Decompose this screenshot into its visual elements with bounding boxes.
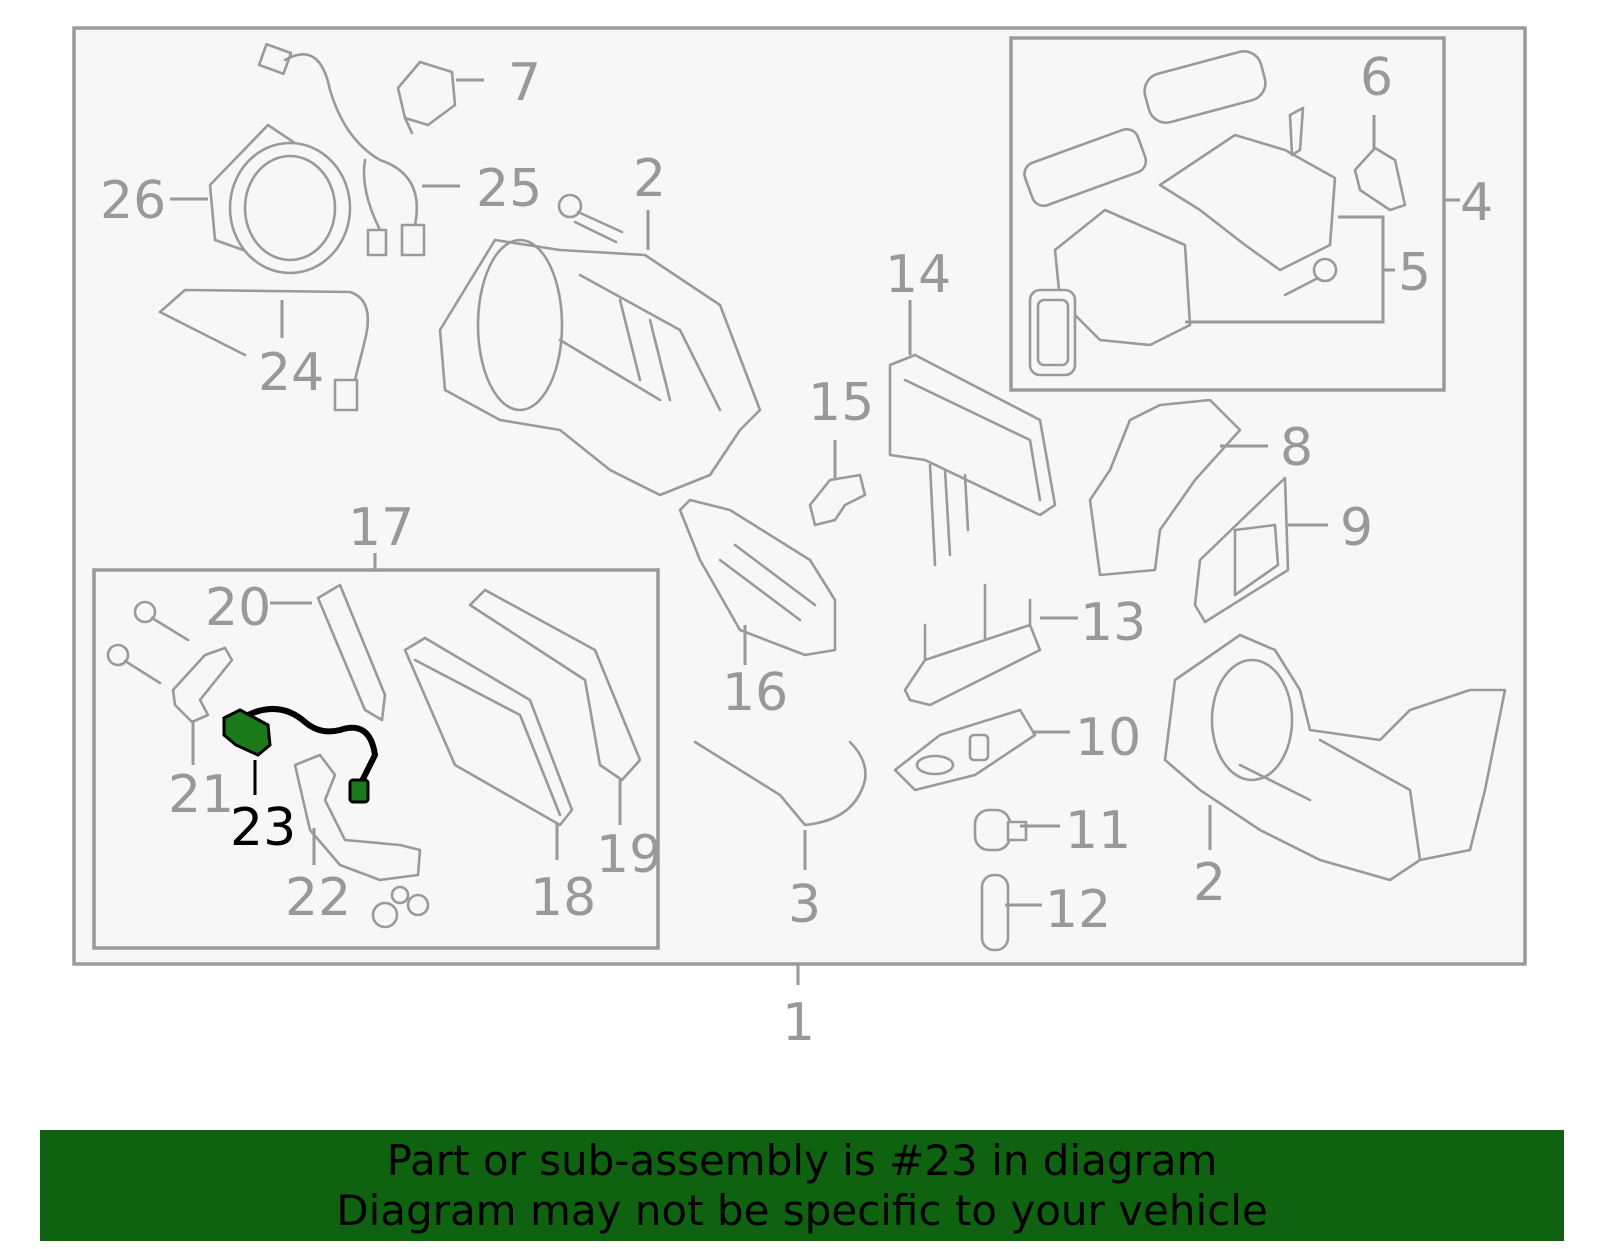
part-14-core [888,353,1057,567]
callout-14: 14 [885,245,951,305]
part-12-pin [980,873,1010,952]
notice-banner: Part or sub-assembly is #23 in diagram D… [40,1130,1564,1241]
banner-line-1: Part or sub-assembly is #23 in diagram [386,1135,1218,1185]
part-10-plate [893,708,1037,792]
callout-11: 11 [1065,801,1131,861]
callout-25: 25 [476,159,542,219]
part-7-actuator [396,60,457,135]
part-21-pipe [171,646,234,724]
callout-15: 15 [808,373,874,433]
callout-22: 22 [285,868,351,928]
callout-17: 17 [348,498,414,558]
callout-4: 4 [1460,173,1493,233]
part-19-seal [468,588,642,782]
part-4-subassembly [1023,50,1407,377]
part-17-bolts [106,600,190,685]
callout-3: 3 [788,875,821,935]
part-13-bracket [903,583,1042,707]
part-9-filter [1193,476,1290,624]
part-8-duct [1088,398,1242,577]
callout-7: 7 [508,53,541,113]
part-16-cover [678,498,837,657]
part-2-lower-case [1163,633,1507,882]
part-24-sensor-wire [158,288,370,412]
callout-20: 20 [205,578,271,638]
leader-lines [170,78,1460,985]
callout-12: 12 [1045,880,1111,940]
part-23-highlighted-sensor [222,705,379,804]
callout-9: 9 [1340,498,1373,558]
part-2-upper-case [438,238,762,497]
part-15-clip [808,473,867,527]
callout-16: 16 [722,663,788,723]
part-20-seal [316,583,387,722]
callout-2-upper: 2 [633,149,666,209]
callout-21: 21 [168,765,234,825]
banner-line-2: Diagram may not be specific to your vehi… [336,1185,1268,1235]
part-18-core [403,636,574,827]
callout-23: 23 [230,798,296,858]
callout-6: 6 [1360,48,1393,108]
callout-24: 24 [258,343,324,403]
part-bolt-upper [557,193,624,244]
part-25-harness [257,42,426,257]
callout-10: 10 [1075,708,1141,768]
part-26-blower-motor [208,123,352,275]
callout-18: 18 [530,868,596,928]
callout-19: 19 [596,825,662,885]
callout-1: 1 [782,993,815,1053]
callout-8: 8 [1280,418,1313,478]
part-3-tube [693,740,867,827]
callout-5: 5 [1398,243,1431,303]
callout-2-lower: 2 [1193,853,1226,913]
callout-13: 13 [1080,593,1146,653]
part-22-pipe [293,753,430,929]
callout-26: 26 [100,171,166,231]
